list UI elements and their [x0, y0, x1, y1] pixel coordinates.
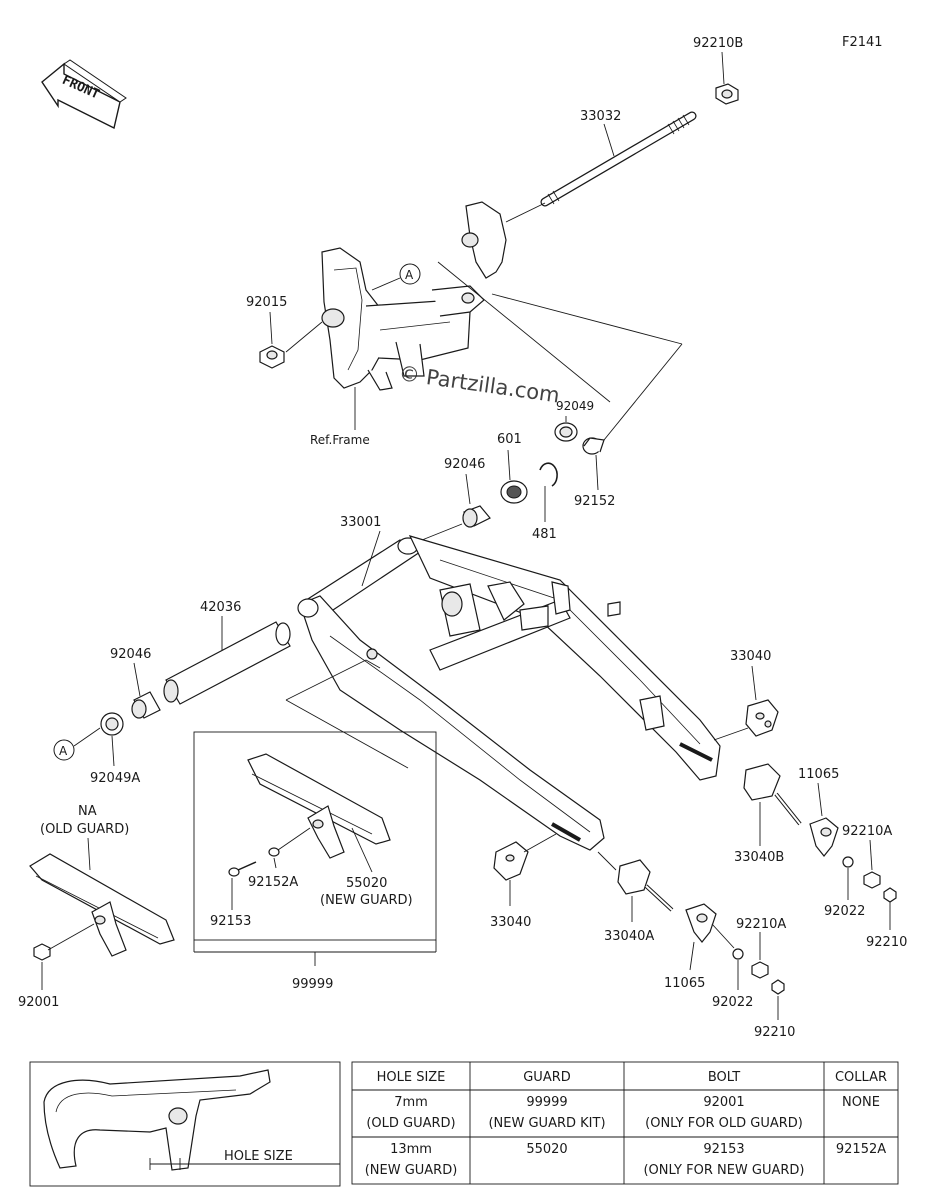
label-92152: 92152 — [574, 494, 615, 509]
guard-compatibility-table: HOLE SIZE GUARD BOLT COLLAR 7mm (OLD GUA… — [351, 1061, 899, 1185]
label-92022-right: 92022 — [824, 904, 865, 919]
needle-bearing-92046-top — [462, 505, 491, 528]
label-na: NA — [78, 804, 97, 819]
label-new-guard: (NEW GUARD) — [320, 893, 413, 908]
sleeve-42036 — [163, 621, 291, 705]
hole-size-inset: HOLE SIZE — [29, 1061, 341, 1187]
table-cell-r2c3-b: (ONLY FOR NEW GUARD) — [643, 1163, 804, 1178]
label-old-guard: (OLD GUARD) — [40, 822, 129, 837]
adjuster-33040-right — [745, 699, 779, 737]
table-header-collar: COLLAR — [835, 1070, 887, 1085]
label-33040b: 33040B — [734, 850, 784, 865]
label-92210a-right: 92210A — [842, 824, 892, 839]
seal-92049a — [100, 712, 124, 736]
table-cell-r1c1-b: (OLD GUARD) — [366, 1116, 455, 1131]
label-92153: 92153 — [210, 914, 251, 929]
front-arrow-icon: FRONT — [41, 59, 127, 130]
label-92046-left: 92046 — [110, 647, 151, 662]
chain-guard-old — [29, 853, 175, 957]
pivot-axle-33032 — [540, 111, 697, 207]
table-cell-r1c1-a: 7mm — [394, 1095, 428, 1110]
block-11065-right — [809, 817, 839, 857]
table-cell-r2c3-a: 92153 — [703, 1142, 744, 1157]
table-cell-r1c3-b: (ONLY FOR OLD GUARD) — [645, 1116, 803, 1131]
table-cell-r1c2-b: (NEW GUARD KIT) — [488, 1116, 605, 1131]
label-92015: 92015 — [246, 295, 287, 310]
label-55020: 55020 — [346, 876, 387, 891]
watermark: © Partzilla.com — [397, 361, 561, 407]
table-header-guard: GUARD — [523, 1070, 571, 1085]
label-11065-bottom: 11065 — [664, 976, 705, 991]
label-92049a: 92049A — [90, 771, 140, 786]
label-42036: 42036 — [200, 600, 241, 615]
label-92210b: 92210B — [693, 36, 743, 51]
label-99999: 99999 — [292, 977, 333, 992]
nut-92210a-bottom — [751, 961, 769, 979]
label-481: 481 — [532, 527, 557, 542]
seal-92049 — [554, 422, 578, 442]
table-header-bolt: BOLT — [708, 1070, 740, 1085]
table-cell-r1c4-a: NONE — [842, 1095, 880, 1110]
label-33040-right: 33040 — [730, 649, 771, 664]
ref-frame-label: Ref.Frame — [310, 433, 370, 447]
label-11065-right: 11065 — [798, 767, 839, 782]
label-92049: 92049 — [556, 399, 594, 413]
adjuster-33040b — [743, 763, 802, 826]
adjuster-33040-bottom — [493, 841, 529, 881]
table-cell-r2c1-b: (NEW GUARD) — [365, 1163, 458, 1178]
label-92210-right: 92210 — [866, 935, 907, 950]
bearing-601 — [500, 480, 528, 504]
nut-92015 — [259, 345, 285, 369]
bolt-92153 — [228, 861, 257, 877]
label-33040-bottom: 33040 — [490, 915, 531, 930]
figure-code: F2141 — [842, 35, 883, 50]
label-601: 601 — [497, 432, 522, 447]
frame-reference — [321, 201, 507, 391]
collar-92152 — [582, 437, 605, 455]
label-92210a-bottom: 92210A — [736, 917, 786, 932]
needle-bearing-92046-left — [131, 691, 161, 719]
nut-92210-bottom — [771, 979, 785, 995]
label-33040a: 33040A — [604, 929, 654, 944]
callout-a-top: A — [405, 268, 414, 282]
table-cell-r1c2-a: 99999 — [526, 1095, 567, 1110]
circlip-481 — [539, 462, 558, 487]
label-33001: 33001 — [340, 515, 381, 530]
label-92022-bottom: 92022 — [712, 995, 753, 1010]
label-33032: 33032 — [580, 109, 621, 124]
label-92152a: 92152A — [248, 875, 298, 890]
collar-92152a — [268, 847, 280, 857]
guard-kit-box — [193, 731, 437, 941]
bolt-92001 — [33, 923, 95, 961]
block-11065-bottom — [685, 903, 717, 943]
callout-a-left: A — [59, 744, 68, 758]
inset-hole-size-label: HOLE SIZE — [224, 1149, 293, 1164]
label-92046-top: 92046 — [444, 457, 485, 472]
washer-92022-bottom — [732, 948, 744, 960]
swingarm-33001 — [297, 535, 721, 851]
label-92001: 92001 — [18, 995, 59, 1010]
chain-guard-55020-new — [247, 753, 391, 859]
nut-92210a-right — [863, 871, 881, 889]
washer-92022-right — [842, 856, 854, 868]
table-cell-r2c2-a: 55020 — [526, 1142, 567, 1157]
label-92210-bottom: 92210 — [754, 1025, 795, 1040]
table-cell-r2c1-a: 13mm — [390, 1142, 432, 1157]
table-header-hole-size: HOLE SIZE — [377, 1070, 446, 1085]
table-cell-r1c3-a: 92001 — [703, 1095, 744, 1110]
table-cell-r2c4-a: 92152A — [836, 1142, 886, 1157]
adjuster-33040a — [617, 859, 674, 912]
nut-92210-right — [883, 887, 897, 903]
nut-92210b — [715, 83, 739, 105]
